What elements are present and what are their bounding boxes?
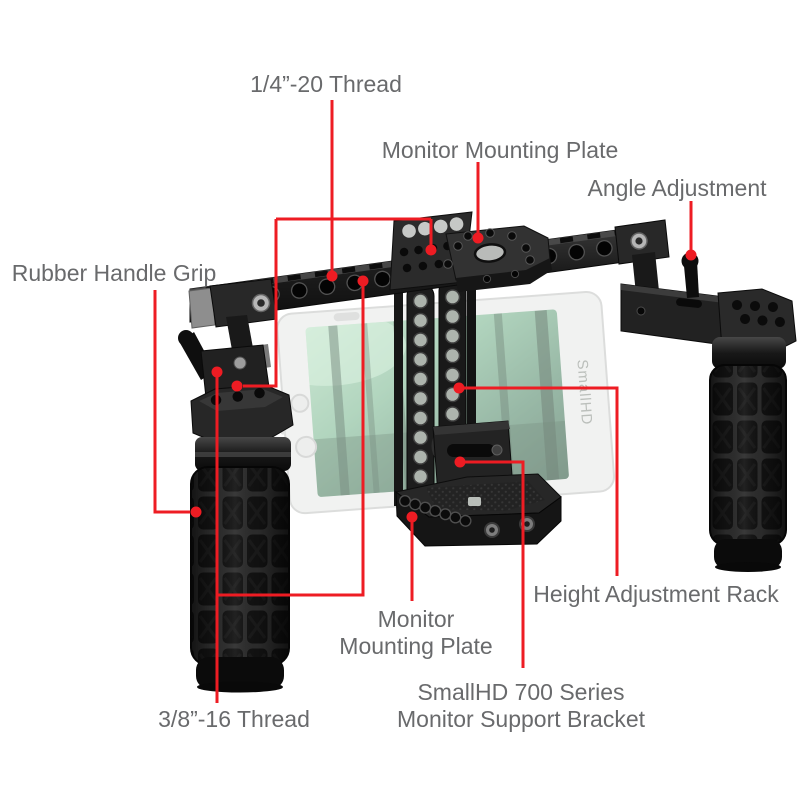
right-rubber-grip <box>709 364 787 546</box>
plate-logo-chip <box>468 497 481 506</box>
label-support-bracket: SmallHD 700 Series Monitor Support Brack… <box>397 679 645 733</box>
label-line: Monitor Support Bracket <box>396 706 646 732</box>
label-line: Mounting Plate <box>339 633 493 659</box>
label-monitor-plate-bottom: Monitor Mounting Plate <box>339 606 492 660</box>
right-handle-assembly <box>620 252 797 572</box>
callout-lines <box>153 100 693 703</box>
callout-three-eighths-thread <box>215 281 365 703</box>
label-line: SmallHD 700 Series <box>417 679 625 705</box>
monitor-mounting-plate-top-part <box>389 211 552 292</box>
right-handle-collar <box>712 337 786 369</box>
label-three-eighths-thread: 3/8”-16 Thread <box>158 706 310 732</box>
label-quarter-thread: 1/4”-20 Thread <box>250 71 402 97</box>
label-rubber-handle-grip: Rubber Handle Grip <box>11 260 217 286</box>
callout-rubber-grip <box>153 290 190 514</box>
callout-quarter-thread <box>243 100 433 388</box>
callout-dots <box>190 232 697 523</box>
label-line: Monitor <box>377 606 455 632</box>
bar-end-cap <box>188 287 216 329</box>
monitor-back-button <box>295 435 318 458</box>
label-monitor-plate-top: Monitor Mounting Plate <box>381 137 619 163</box>
monitor-support-bracket-part <box>394 420 562 547</box>
label-height-adjustment-rack: Height Adjustment Rack <box>533 581 779 607</box>
label-angle-adjustment: Angle Adjustment <box>587 175 767 201</box>
monitor-logo: SmallHD <box>573 359 595 426</box>
left-rubber-grip <box>190 466 290 666</box>
speaker-grille <box>333 311 360 322</box>
right-handle-cap <box>714 539 782 569</box>
monitor-power-button <box>290 393 310 413</box>
callout-support-bracket <box>460 460 525 668</box>
large-mounting-hole <box>473 243 507 263</box>
callout-height-rack <box>459 386 619 576</box>
